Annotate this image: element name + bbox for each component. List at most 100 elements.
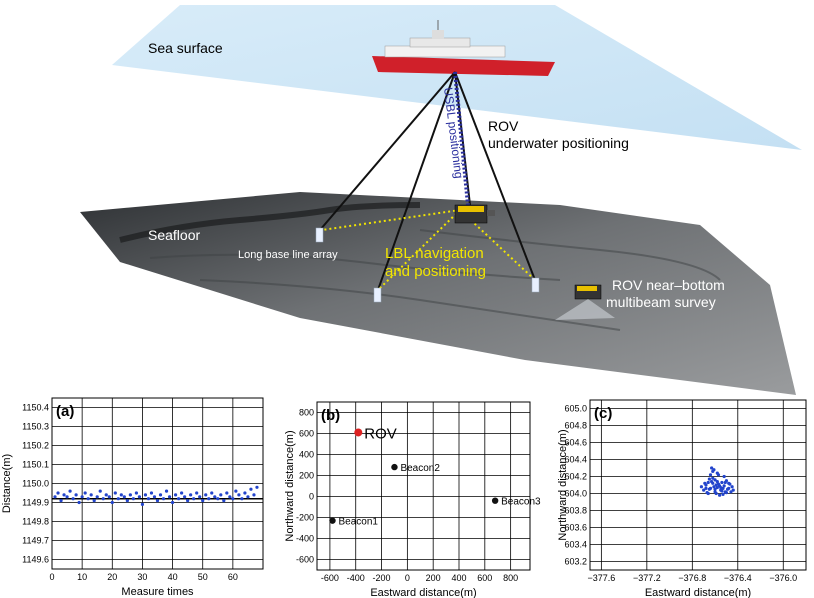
y-axis-label: Distance(m)	[1, 454, 13, 513]
data-point	[122, 495, 126, 499]
data-point	[92, 499, 96, 503]
data-point	[252, 493, 256, 497]
x-tick-label: −376.4	[724, 573, 752, 583]
data-point	[104, 493, 108, 497]
data-point	[706, 480, 710, 485]
data-point	[68, 489, 72, 493]
data-point	[225, 491, 229, 495]
data-point	[243, 491, 247, 495]
data-point	[234, 489, 238, 493]
data-point	[98, 489, 102, 493]
data-point	[192, 497, 196, 501]
data-point	[713, 478, 717, 482]
rov-icon	[454, 204, 495, 224]
data-point	[725, 487, 730, 491]
data-point	[128, 493, 132, 497]
data-point	[219, 493, 223, 497]
y-axis-label: Northward distance(m)	[557, 429, 569, 540]
y-tick-label: 1149.9	[22, 498, 49, 508]
y-tick-label: 604.2	[564, 472, 587, 482]
data-point	[107, 495, 111, 499]
data-point	[710, 466, 714, 470]
x-tick-label: 50	[198, 572, 208, 582]
data-point	[704, 486, 708, 490]
data-point	[131, 497, 135, 501]
data-point	[231, 497, 235, 501]
data-point	[149, 491, 154, 495]
data-point	[240, 497, 244, 501]
seafloor-ridge	[119, 202, 421, 243]
data-point	[712, 485, 716, 489]
data-point	[83, 491, 87, 495]
y-tick-label: 600	[299, 429, 314, 439]
x-tick-label: -600	[321, 573, 339, 583]
y-tick-label: 1150.1	[22, 460, 49, 470]
y-tick-label: 0	[309, 492, 314, 502]
data-point	[152, 495, 157, 499]
data-point	[246, 495, 250, 499]
data-point	[195, 491, 199, 495]
data-point	[62, 493, 66, 497]
data-point	[71, 497, 75, 501]
y-tick-label: 603.2	[564, 557, 587, 567]
data-point	[146, 497, 151, 501]
data-point	[155, 499, 160, 503]
x-tick-label: -400	[347, 573, 365, 583]
ship-icon	[372, 20, 555, 76]
data-point	[702, 488, 706, 492]
data-point	[77, 500, 81, 505]
y-tick-label: 1150.0	[22, 479, 49, 489]
lbl-nav-sublabel: and positioning	[385, 263, 486, 280]
y-tick-label: 603.8	[564, 506, 587, 516]
data-point	[731, 488, 735, 492]
data-point	[119, 493, 123, 497]
data-point	[216, 497, 220, 501]
data-point	[89, 493, 93, 497]
plot-frame	[316, 401, 531, 571]
lbl-beacon	[373, 287, 382, 303]
y-tick-label: 604.0	[564, 489, 587, 499]
data-point	[730, 485, 734, 489]
data-point	[222, 499, 226, 503]
point-rov	[354, 428, 363, 437]
lbl-array-label: Long base line array	[238, 249, 338, 261]
point-label-beacon3: Beacon3	[501, 497, 541, 508]
data-point	[53, 495, 57, 499]
x-tick-label: 40	[168, 572, 178, 582]
x-tick-label: 600	[477, 573, 492, 583]
point-beacon2	[391, 463, 398, 471]
data-point	[161, 497, 166, 501]
data-point	[140, 502, 145, 506]
point-beacon1	[329, 517, 336, 524]
point-beacon3	[491, 497, 499, 504]
y-tick-label: 605.0	[564, 404, 587, 414]
data-point	[713, 487, 717, 491]
seafloor-texture	[149, 229, 721, 331]
x-tick-label: −377.2	[633, 573, 661, 583]
x-tick-label: −376.8	[678, 573, 706, 583]
data-point	[727, 481, 731, 485]
data-point	[86, 497, 90, 501]
survey-sublabel: multibeam survey	[606, 294, 716, 310]
y-tick-label: 604.4	[564, 455, 587, 465]
x-tick-label: −376.0	[769, 573, 797, 583]
panel-label: (c)	[594, 405, 612, 422]
y-tick-label: 603.4	[564, 540, 587, 550]
x-tick-label: -200	[373, 573, 391, 583]
data-point	[715, 480, 719, 484]
y-tick-label: -200	[296, 513, 314, 523]
data-point	[720, 480, 724, 485]
data-point	[255, 485, 259, 489]
data-point	[110, 500, 114, 505]
data-point	[116, 497, 120, 501]
plot-frame	[589, 399, 807, 571]
data-point	[210, 491, 214, 495]
y-tick-label: 200	[299, 471, 314, 481]
data-point	[186, 499, 190, 503]
x-tick-label: 20	[107, 572, 117, 582]
data-point	[705, 491, 709, 495]
data-point	[177, 497, 181, 501]
data-point	[183, 495, 187, 499]
data-point	[721, 486, 725, 490]
